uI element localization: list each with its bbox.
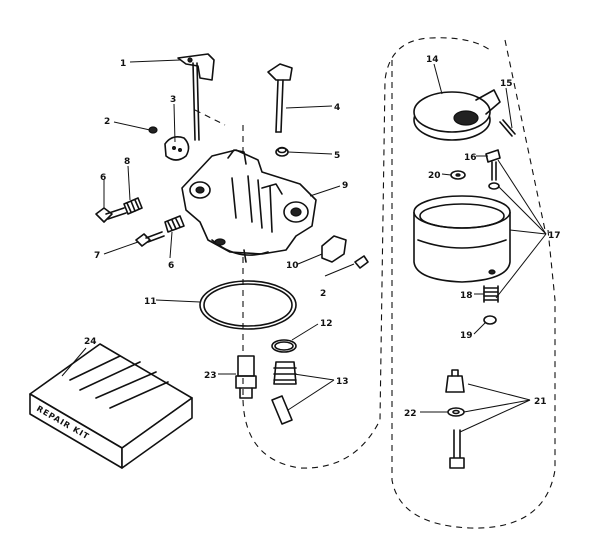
part-3-throttle-disc [164, 136, 190, 161]
part-18-spring [483, 285, 499, 303]
part-8-spring [123, 197, 143, 215]
part-6-screw-left [95, 207, 127, 223]
callout-4: 4 [334, 103, 340, 113]
part-19-seal [483, 315, 497, 325]
part-20-washer [450, 170, 466, 180]
callout-8: 8 [124, 157, 130, 167]
part-13-needle-valve [271, 361, 297, 425]
callout-21: 21 [534, 397, 547, 407]
callout-labels: 1 2 3 4 5 6 8 9 7 6 10 2 11 12 13 23 24 … [84, 55, 561, 419]
part-11-bowl-gasket [199, 280, 297, 330]
callout-1: 1 [120, 59, 126, 69]
part-7-screw [135, 231, 165, 247]
callout-14: 14 [426, 55, 439, 65]
part-23-nozzle [235, 355, 257, 399]
part-21-bolt [449, 429, 465, 469]
callout-3: 3 [170, 95, 176, 105]
part-2-screw-lower [354, 255, 369, 269]
part-9-carburetor-body [181, 149, 317, 263]
callout-11: 11 [144, 297, 157, 307]
part-21-bowl-nut [445, 369, 465, 393]
part-12-o-ring [271, 339, 297, 353]
callout-20: 20 [428, 171, 441, 181]
callout-24: 24 [84, 337, 97, 347]
callout-6-center: 6 [168, 261, 174, 271]
callout-6-left: 6 [100, 173, 106, 183]
part-2-screw-upper [148, 126, 158, 134]
callout-23: 23 [204, 371, 217, 381]
callout-19: 19 [460, 331, 473, 341]
callout-15: 15 [500, 79, 513, 89]
part-17-float-bowl [413, 195, 511, 283]
part-6-screw-center [164, 215, 185, 233]
part-4-choke-shaft [267, 63, 293, 133]
callout-12: 12 [320, 319, 333, 329]
leader-lines [61, 59, 547, 433]
callout-7: 7 [94, 251, 100, 261]
part-10-choke-plate [321, 235, 347, 263]
callout-22: 22 [404, 409, 417, 419]
part-24-repair-kit-box: REPAIR KIT [29, 343, 193, 469]
callout-2-lower: 2 [320, 289, 326, 299]
callout-10: 10 [286, 261, 299, 271]
callout-13: 13 [336, 377, 349, 387]
part-14-float [413, 89, 501, 141]
callout-17: 17 [548, 231, 561, 241]
dashed-group-outlines [194, 37, 556, 529]
part-1-throttle-shaft [177, 53, 215, 141]
part-5-seal [275, 146, 289, 157]
callout-16: 16 [464, 153, 477, 163]
callout-18: 18 [460, 291, 473, 301]
callout-2-upper: 2 [104, 117, 110, 127]
part-15-float-pin [499, 119, 516, 137]
part-16-screw [485, 149, 501, 190]
callout-9: 9 [342, 181, 348, 191]
callout-5: 5 [334, 151, 340, 161]
part-22-washer [447, 407, 465, 417]
